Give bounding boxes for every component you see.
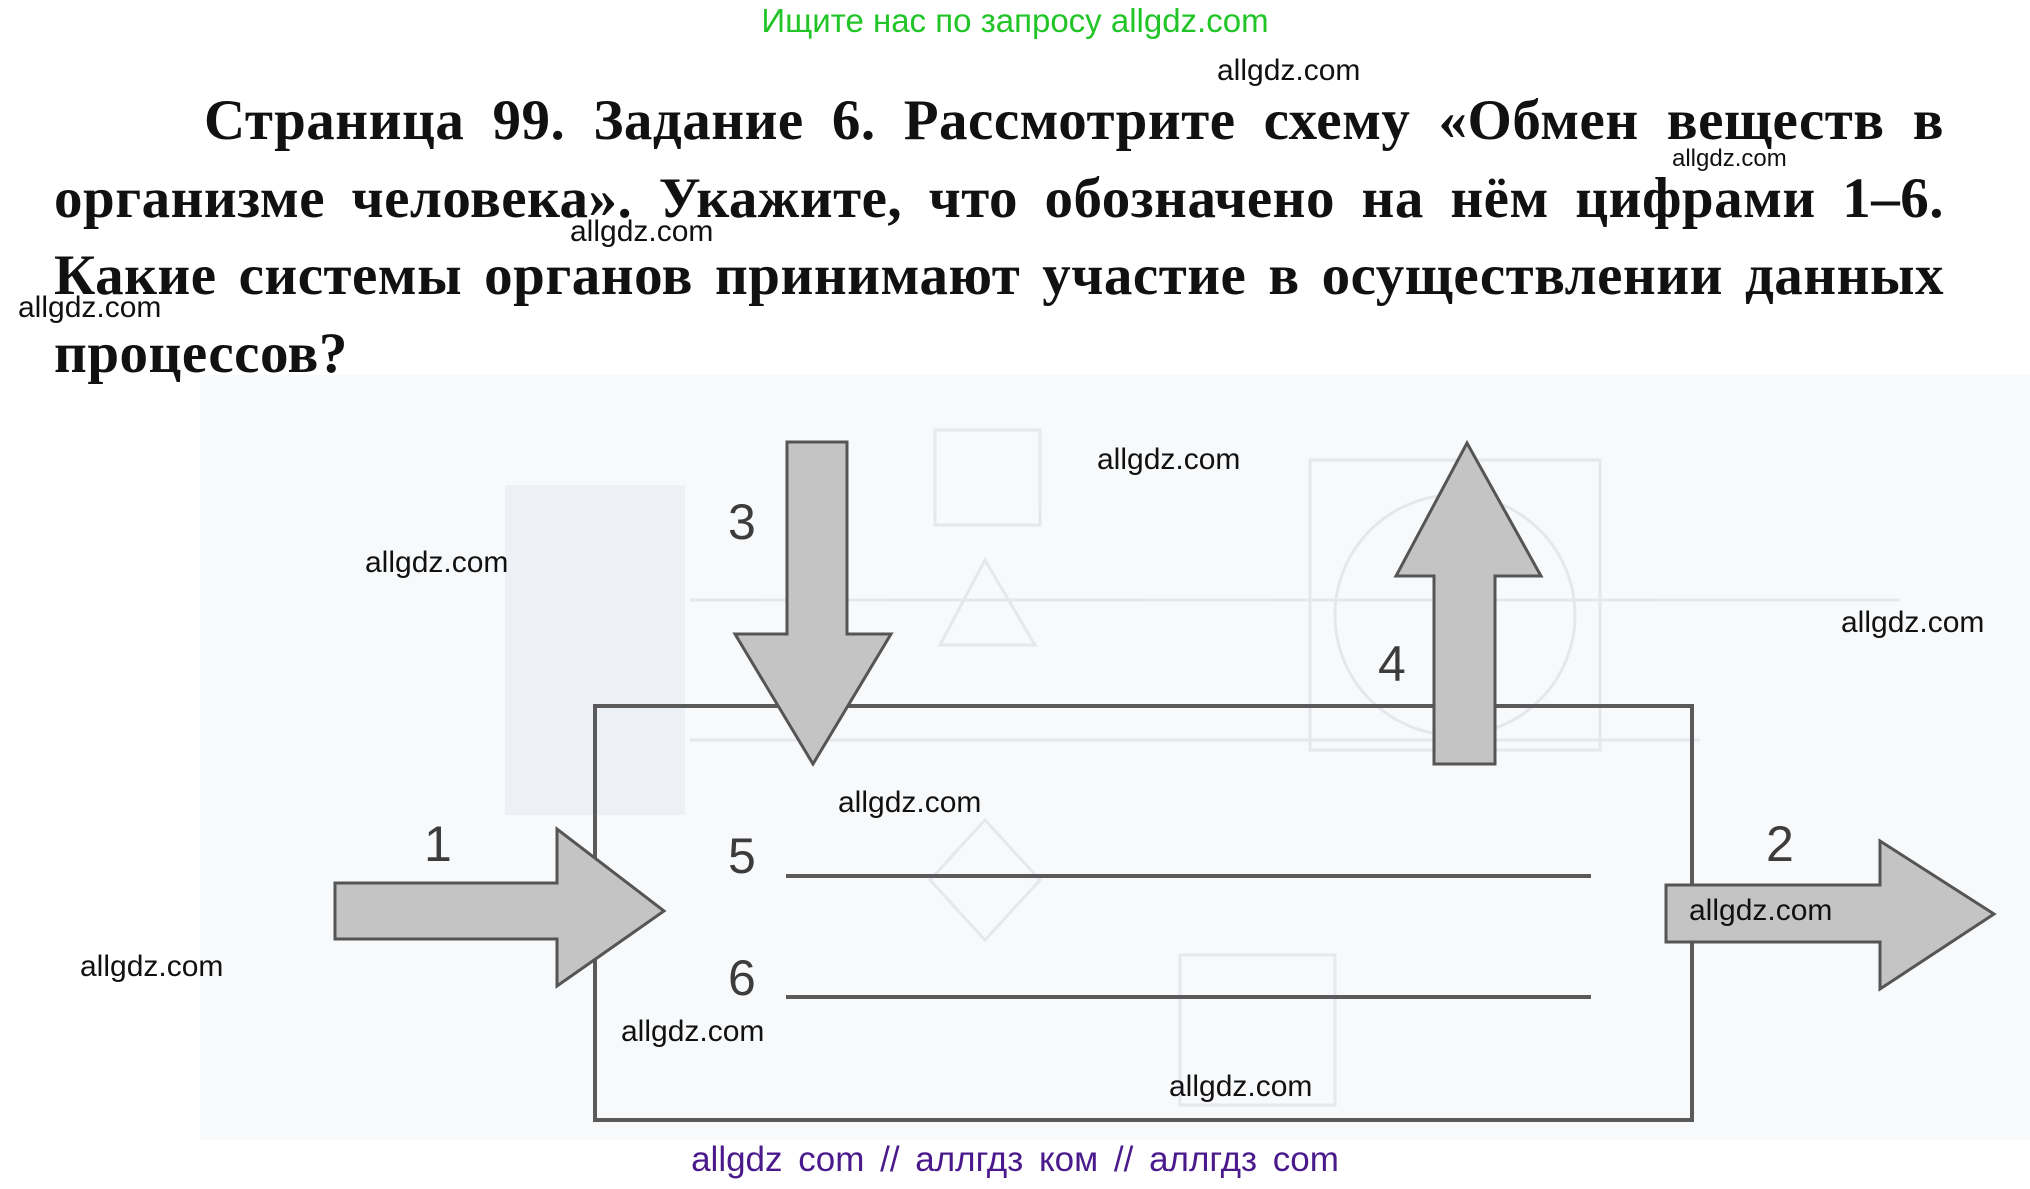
watermark: allgdz.com bbox=[18, 291, 162, 324]
watermark: allgdz.com bbox=[80, 950, 224, 983]
watermark: allgdz.com bbox=[1169, 1070, 1313, 1103]
watermark: allgdz.com bbox=[838, 786, 982, 819]
label-5: 5 bbox=[728, 828, 756, 884]
watermark: allgdz.com bbox=[1097, 443, 1241, 476]
label-1: 1 bbox=[424, 816, 452, 872]
watermark: allgdz.com bbox=[365, 546, 509, 579]
task-text: Страница 99. Задание 6. Рассмотрите схем… bbox=[54, 89, 1944, 385]
organism-box bbox=[593, 704, 1694, 1122]
arrow-1-right-icon bbox=[333, 825, 667, 989]
watermark: allgdz.com bbox=[1841, 606, 1985, 639]
metabolism-diagram: 1 2 3 4 5 6 bbox=[200, 375, 2030, 1140]
watermark: allgdz.com bbox=[621, 1015, 765, 1048]
label-3: 3 bbox=[728, 494, 756, 550]
watermark: allgdz.com bbox=[1217, 54, 1361, 87]
arrow-4-up-icon bbox=[1393, 439, 1544, 766]
watermark: allgdz.com bbox=[570, 215, 714, 248]
watermark: allgdz.com bbox=[1689, 894, 1833, 927]
footer-watermark: allgdz com // аллгдз ком // аллгдз com bbox=[691, 1140, 1339, 1179]
search-banner: Ищите нас по запросу allgdz.com bbox=[761, 2, 1269, 39]
label-2: 2 bbox=[1766, 816, 1794, 872]
watermark: allgdz.com bbox=[1672, 145, 1787, 172]
label-6: 6 bbox=[728, 950, 756, 1006]
arrow-3-down-icon bbox=[732, 440, 894, 767]
arrow-2-right-icon bbox=[1664, 838, 1997, 992]
label-4: 4 bbox=[1378, 636, 1406, 692]
